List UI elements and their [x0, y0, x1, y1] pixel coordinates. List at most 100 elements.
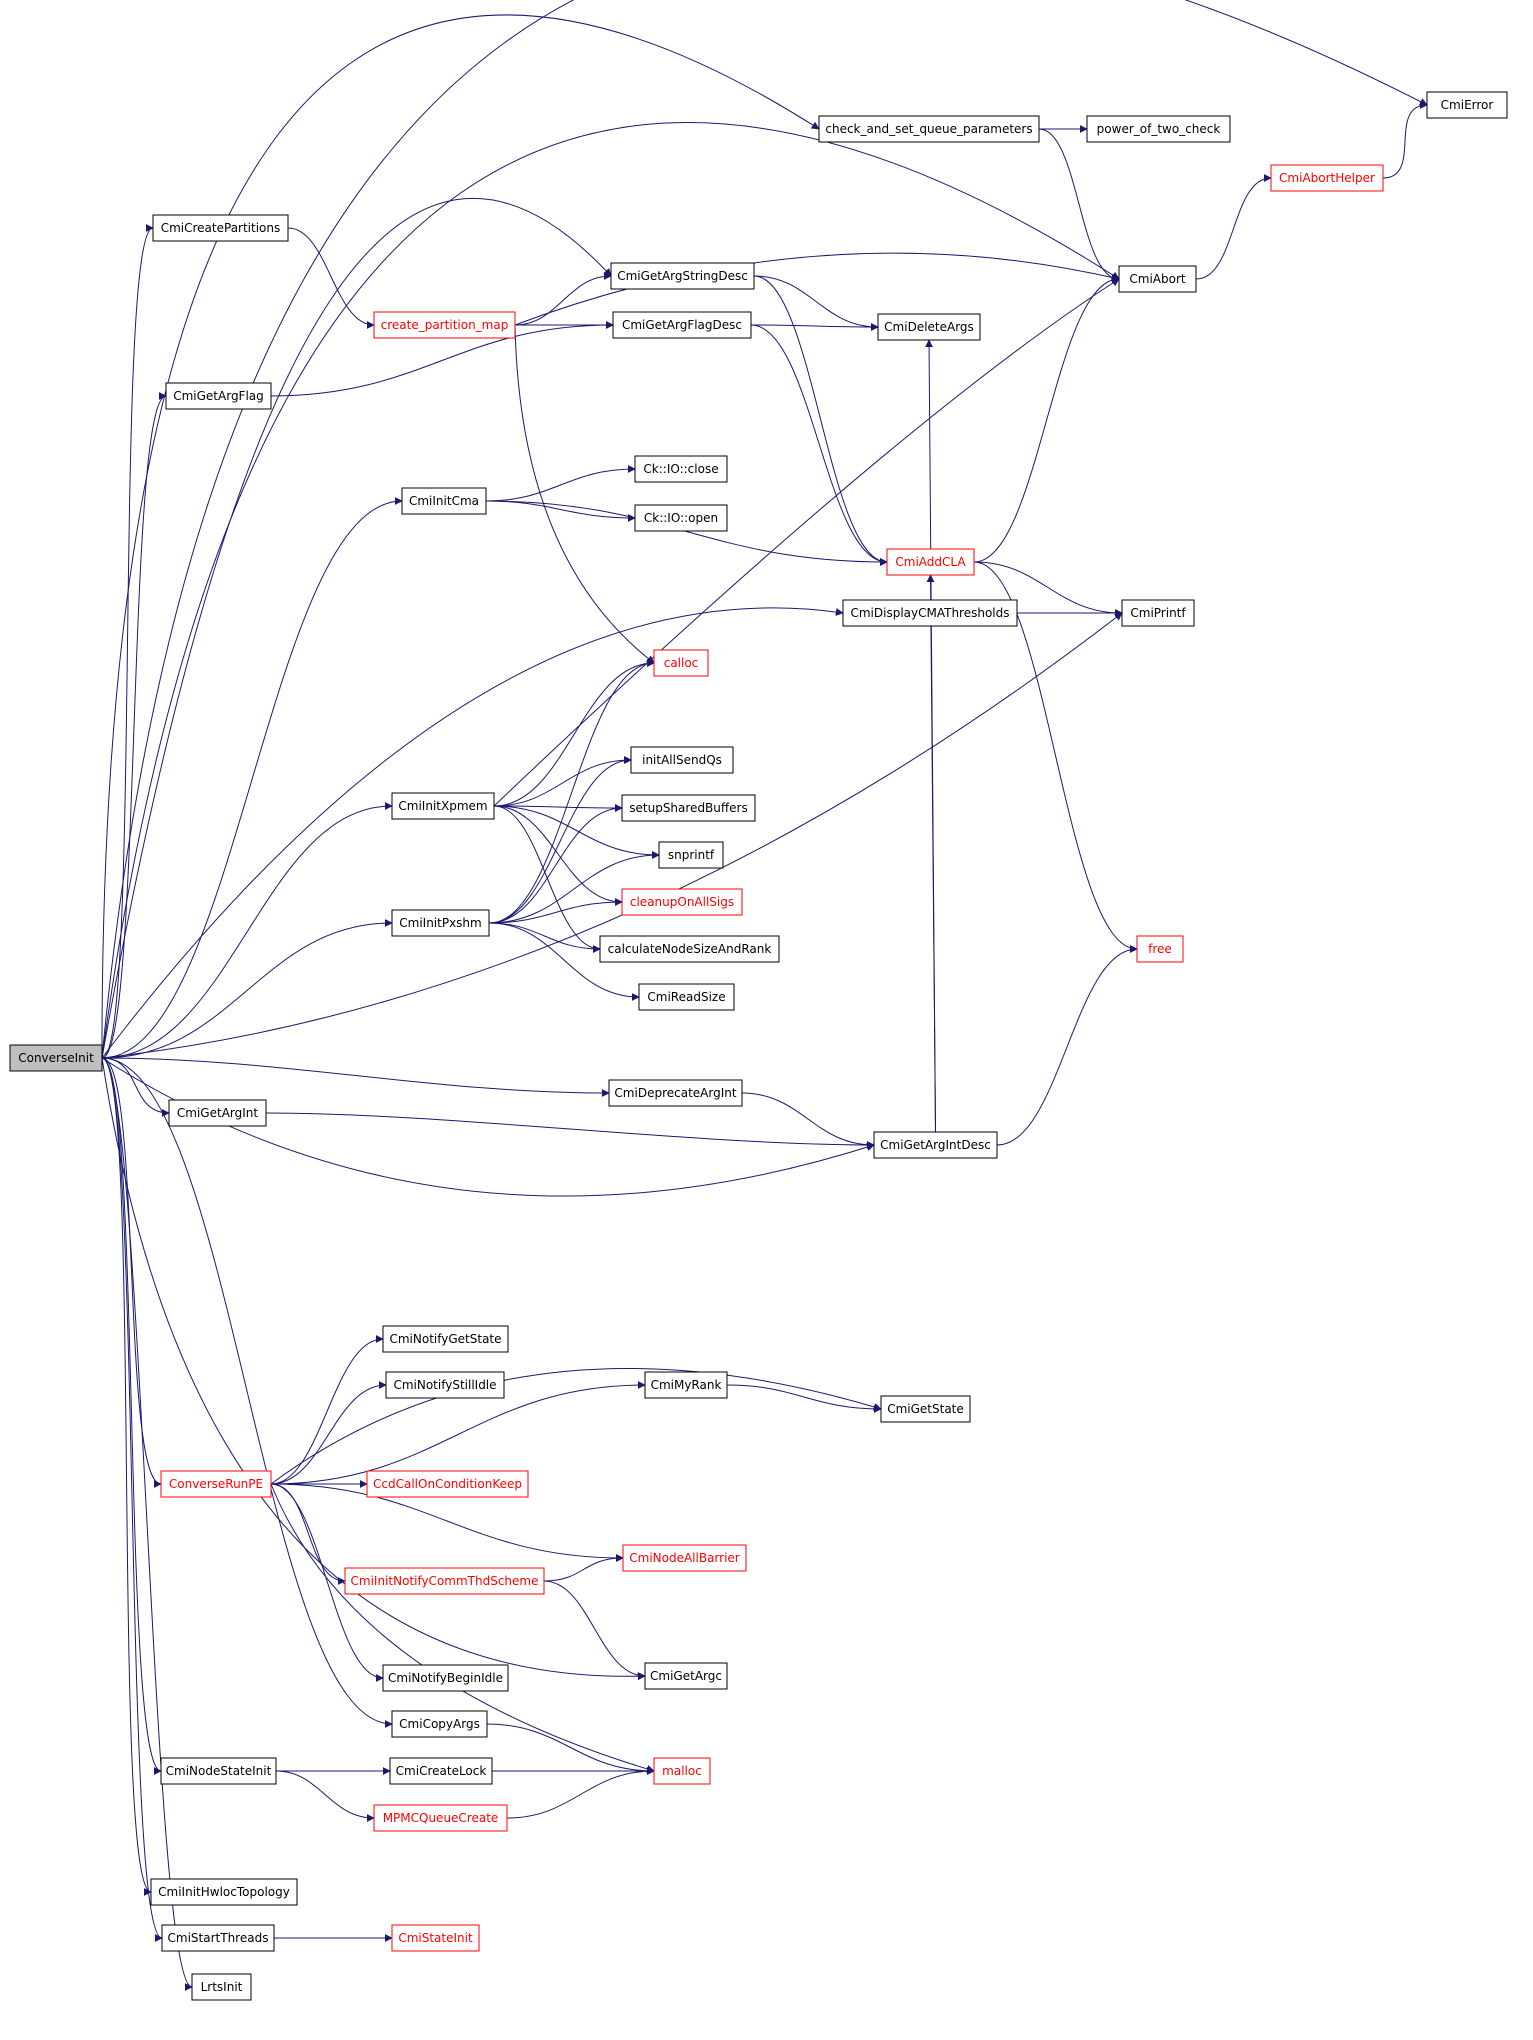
node-box-cmiCreateLock[interactable]: [389, 1757, 493, 1785]
graph-node-cmiCopyArgs[interactable]: CmiCopyArgs: [391, 1710, 488, 1738]
node-box-cmiGetArgStringDesc[interactable]: [610, 262, 755, 290]
node-box-cmiNotifyBeginIdle[interactable]: [382, 1664, 509, 1692]
graph-node-cmiAbortHelper[interactable]: CmiAbortHelper: [1270, 164, 1384, 192]
node-box-malloc[interactable]: [653, 1757, 711, 1785]
graph-node-calcNodeSizeRank[interactable]: calculateNodeSizeAndRank: [599, 935, 780, 963]
node-box-cmiGetArgInt[interactable]: [168, 1099, 267, 1127]
node-box-cmiError[interactable]: [1426, 91, 1508, 119]
graph-node-cmiGetArgIntDesc[interactable]: CmiGetArgIntDesc: [873, 1131, 998, 1159]
graph-node-cmiMyRank[interactable]: CmiMyRank: [644, 1371, 728, 1399]
node-box-ccdCallOnConditionKeep[interactable]: [366, 1470, 529, 1498]
graph-node-cmiGetArgc[interactable]: CmiGetArgc: [644, 1662, 728, 1690]
graph-node-cmiReadSize[interactable]: CmiReadSize: [638, 983, 735, 1011]
node-box-converseInit[interactable]: [9, 1044, 103, 1072]
node-box-cleanupOnAllSigs[interactable]: [621, 888, 743, 916]
graph-node-powerOfTwo[interactable]: power_of_two_check: [1086, 115, 1231, 143]
graph-node-ckIoOpen[interactable]: Ck::IO::open: [634, 504, 728, 532]
node-box-calcNodeSizeRank[interactable]: [599, 935, 780, 963]
node-box-cmiGetArgc[interactable]: [644, 1662, 728, 1690]
node-box-cmiAbortHelper[interactable]: [1270, 164, 1384, 192]
node-box-cmiDeleteArgs[interactable]: [877, 313, 981, 341]
node-box-cmiGetArgFlagDesc[interactable]: [612, 311, 752, 339]
node-box-cmiNotifyGetState[interactable]: [382, 1325, 509, 1353]
node-box-cmiPrintf[interactable]: [1121, 599, 1195, 627]
graph-node-createPartitionMap[interactable]: create_partition_map: [373, 311, 516, 339]
graph-node-cmiStartThreads[interactable]: CmiStartThreads: [161, 1924, 275, 1952]
node-box-initAllSendQs[interactable]: [630, 746, 734, 774]
node-box-cmiGetState[interactable]: [880, 1395, 971, 1423]
node-box-calloc[interactable]: [653, 649, 709, 677]
node-box-setupSharedBuffers[interactable]: [621, 794, 756, 822]
graph-node-cmiDeleteArgs[interactable]: CmiDeleteArgs: [877, 313, 981, 341]
graph-node-cmiAbort[interactable]: CmiAbort: [1118, 265, 1197, 293]
node-box-cmiMyRank[interactable]: [644, 1371, 728, 1399]
node-box-powerOfTwo[interactable]: [1086, 115, 1231, 143]
graph-node-ckIoClose[interactable]: Ck::IO::close: [634, 455, 728, 483]
graph-node-converseRunPE[interactable]: ConverseRunPE: [160, 1470, 272, 1498]
graph-node-free[interactable]: free: [1136, 935, 1184, 963]
node-box-createPartitionMap[interactable]: [373, 311, 516, 339]
graph-node-cmiDisplayCMA[interactable]: CmiDisplayCMAThresholds: [842, 599, 1018, 627]
graph-node-cmiCreatePartitions[interactable]: CmiCreatePartitions: [152, 214, 289, 242]
graph-node-cmiNodeStateInit[interactable]: CmiNodeStateInit: [160, 1757, 277, 1785]
node-box-ckIoOpen[interactable]: [634, 504, 728, 532]
node-box-cmiReadSize[interactable]: [638, 983, 735, 1011]
graph-node-cmiGetArgStringDesc[interactable]: CmiGetArgStringDesc: [610, 262, 755, 290]
graph-node-cmiInitPxshm[interactable]: CmiInitPxshm: [391, 909, 490, 937]
graph-node-cmiGetArgInt[interactable]: CmiGetArgInt: [168, 1099, 267, 1127]
node-box-cmiStateInit[interactable]: [391, 1924, 480, 1952]
graph-node-ccdCallOnConditionKeep[interactable]: CcdCallOnConditionKeep: [366, 1470, 529, 1498]
node-box-cmiInitHwlocTopology[interactable]: [150, 1878, 298, 1906]
node-box-cmiCreatePartitions[interactable]: [152, 214, 289, 242]
node-box-cmiNodeStateInit[interactable]: [160, 1757, 277, 1785]
graph-node-lrtsInit[interactable]: LrtsInit: [191, 1973, 252, 2001]
node-box-cmiDeprecateArgInt[interactable]: [608, 1079, 743, 1107]
graph-node-checkSetQueue[interactable]: check_and_set_queue_parameters: [818, 115, 1040, 143]
graph-node-snprintf[interactable]: snprintf: [658, 841, 724, 869]
node-box-snprintf[interactable]: [658, 841, 724, 869]
node-box-cmiNodeAllBarrier[interactable]: [622, 1544, 747, 1572]
graph-node-cmiStateInit[interactable]: CmiStateInit: [391, 1924, 480, 1952]
graph-node-cleanupOnAllSigs[interactable]: cleanupOnAllSigs: [621, 888, 743, 916]
node-box-mpmcQueueCreate[interactable]: [373, 1804, 508, 1832]
graph-node-setupSharedBuffers[interactable]: setupSharedBuffers: [621, 794, 756, 822]
graph-node-calloc[interactable]: calloc: [653, 649, 709, 677]
node-box-cmiStartThreads[interactable]: [161, 1924, 275, 1952]
graph-node-cmiInitCma[interactable]: CmiInitCma: [401, 487, 487, 515]
graph-node-cmiGetArgFlag[interactable]: CmiGetArgFlag: [165, 382, 272, 410]
graph-node-cmiDeprecateArgInt[interactable]: CmiDeprecateArgInt: [608, 1079, 743, 1107]
graph-node-malloc[interactable]: malloc: [653, 1757, 711, 1785]
graph-node-cmiNodeAllBarrier[interactable]: CmiNodeAllBarrier: [622, 1544, 747, 1572]
node-box-cmiInitNotifyCommThd[interactable]: [344, 1567, 545, 1595]
node-box-cmiGetArgFlag[interactable]: [165, 382, 272, 410]
node-box-cmiAddCLA[interactable]: [886, 548, 975, 576]
node-box-cmiAbort[interactable]: [1118, 265, 1197, 293]
graph-node-cmiError[interactable]: CmiError: [1426, 91, 1508, 119]
graph-node-cmiCreateLock[interactable]: CmiCreateLock: [389, 1757, 493, 1785]
node-box-ckIoClose[interactable]: [634, 455, 728, 483]
node-box-lrtsInit[interactable]: [191, 1973, 252, 2001]
node-box-cmiGetArgIntDesc[interactable]: [873, 1131, 998, 1159]
graph-node-cmiGetArgFlagDesc[interactable]: CmiGetArgFlagDesc: [612, 311, 752, 339]
graph-node-cmiNotifyBeginIdle[interactable]: CmiNotifyBeginIdle: [382, 1664, 509, 1692]
graph-node-cmiInitXpmem[interactable]: CmiInitXpmem: [391, 792, 495, 820]
graph-node-converseInit[interactable]: ConverseInit: [9, 1044, 103, 1072]
graph-node-cmiNotifyStillIdle[interactable]: CmiNotifyStillIdle: [385, 1371, 505, 1399]
graph-node-cmiGetState[interactable]: CmiGetState: [880, 1395, 971, 1423]
node-box-checkSetQueue[interactable]: [818, 115, 1040, 143]
graph-node-cmiInitHwlocTopology[interactable]: CmiInitHwlocTopology: [150, 1878, 298, 1906]
graph-node-cmiAddCLA[interactable]: CmiAddCLA: [886, 548, 975, 576]
node-box-free[interactable]: [1136, 935, 1184, 963]
node-box-cmiInitCma[interactable]: [401, 487, 487, 515]
graph-node-cmiInitNotifyCommThd[interactable]: CmiInitNotifyCommThdScheme: [344, 1567, 545, 1595]
graph-node-cmiPrintf[interactable]: CmiPrintf: [1121, 599, 1195, 627]
node-box-converseRunPE[interactable]: [160, 1470, 272, 1498]
graph-node-initAllSendQs[interactable]: initAllSendQs: [630, 746, 734, 774]
node-box-cmiInitXpmem[interactable]: [391, 792, 495, 820]
node-box-cmiInitPxshm[interactable]: [391, 909, 490, 937]
graph-node-mpmcQueueCreate[interactable]: MPMCQueueCreate: [373, 1804, 508, 1832]
node-box-cmiCopyArgs[interactable]: [391, 1710, 488, 1738]
graph-node-cmiNotifyGetState[interactable]: CmiNotifyGetState: [382, 1325, 509, 1353]
node-box-cmiNotifyStillIdle[interactable]: [385, 1371, 505, 1399]
node-box-cmiDisplayCMA[interactable]: [842, 599, 1018, 627]
